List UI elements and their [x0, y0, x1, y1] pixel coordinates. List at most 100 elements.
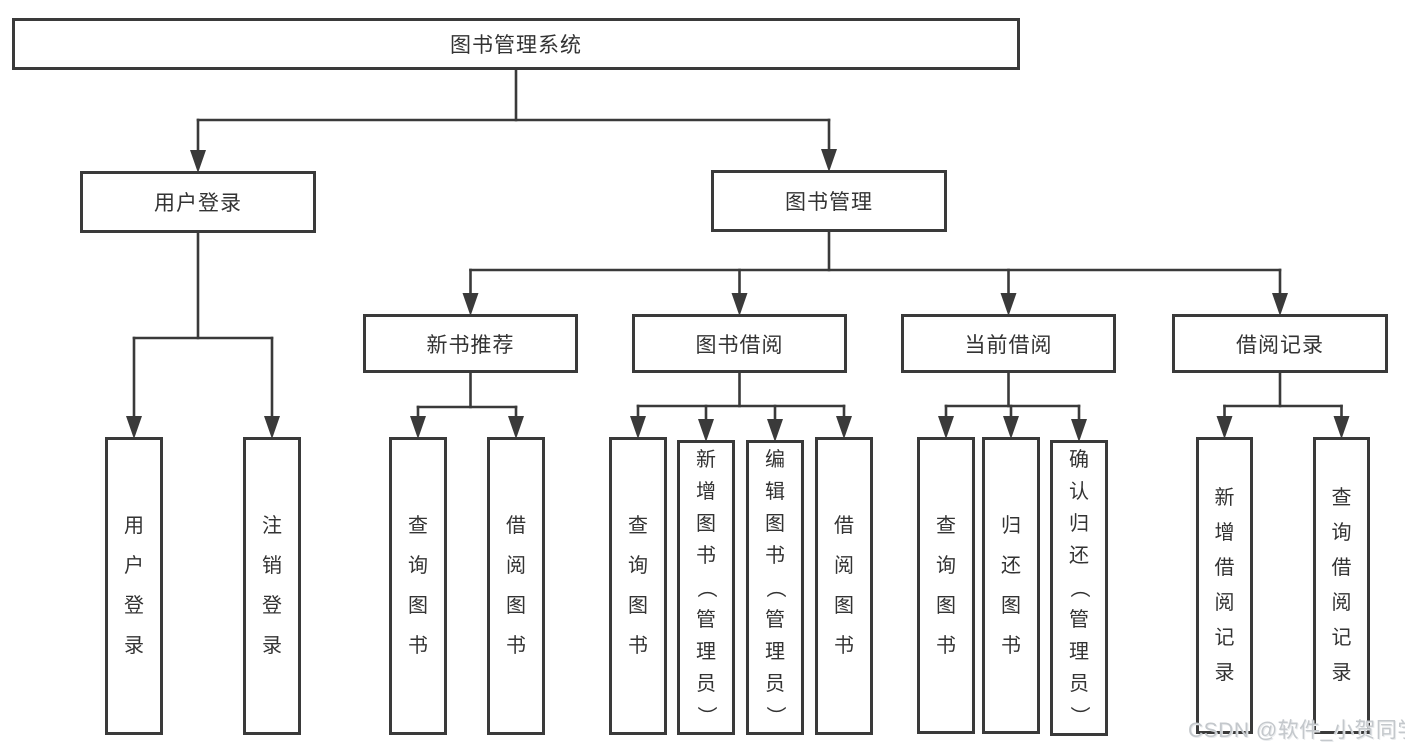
vertical-char: 查 — [936, 514, 956, 537]
node-book-borrowing: 图书借阅 — [632, 314, 847, 373]
vertical-char: 员 — [1069, 673, 1089, 695]
vertical-char: 阅 — [1331, 591, 1352, 614]
node-confirm-return-admin: 确认归还 （ 管理员 ） — [1050, 440, 1108, 736]
node-borrow-books-recommend: 借阅图书 — [487, 437, 545, 735]
vertical-char: 录 — [1214, 661, 1235, 684]
vertical-char: 理 — [1069, 641, 1089, 663]
arrowhead-icon — [630, 416, 646, 439]
vertical-char: 登 — [262, 595, 282, 617]
vertical-char: 图 — [834, 595, 854, 617]
vertical-char: 录 — [262, 635, 282, 657]
vertical-char: 登 — [124, 595, 144, 617]
vertical-char: 管 — [765, 608, 785, 631]
node-add-borrow-record: 新增借阅记录 — [1196, 437, 1253, 734]
vertical-char: 书 — [408, 635, 428, 657]
vertical-char: ） — [1068, 706, 1090, 726]
arrowhead-icon — [1071, 419, 1087, 442]
vertical-char: 借 — [1214, 556, 1235, 579]
node-new-book-recommend: 新书推荐 — [363, 314, 578, 373]
vertical-char: （ — [695, 577, 717, 598]
vertical-char: 管 — [1069, 609, 1089, 631]
vertical-char: 归 — [1001, 514, 1021, 537]
arrowhead-icon — [767, 419, 783, 442]
vertical-char: 查 — [1331, 486, 1352, 509]
arrowhead-icon — [938, 416, 954, 439]
node-borrow-books-borrowing: 借阅图书 — [815, 437, 873, 735]
arrowhead-icon — [1272, 293, 1288, 316]
vertical-char: 书 — [936, 634, 956, 657]
vertical-char: 归 — [1069, 513, 1089, 535]
node-current-borrowing: 当前借阅 — [901, 314, 1116, 373]
node-edit-books-admin: 编辑图书（管理员） — [746, 440, 804, 735]
node-user-login: 用户登录 — [80, 171, 316, 233]
arrowhead-icon — [1000, 293, 1017, 316]
arrowhead-icon — [190, 150, 206, 173]
vertical-char: 用 — [124, 515, 144, 537]
node-library-management-system: 图书管理系统 — [12, 18, 1020, 70]
vertical-char: 录 — [1331, 661, 1352, 684]
vertical-char: 书 — [765, 544, 785, 567]
arrowhead-icon — [821, 149, 837, 172]
vertical-char: 还 — [1001, 554, 1021, 577]
vertical-char: 编 — [765, 448, 785, 471]
vertical-char: 书 — [834, 635, 854, 657]
node-borrowing-records: 借阅记录 — [1172, 314, 1388, 373]
vertical-char: 辑 — [765, 480, 785, 503]
vertical-char: （ — [764, 577, 786, 598]
vertical-char: 查 — [628, 515, 648, 537]
arrowhead-icon — [1003, 416, 1019, 439]
vertical-char: 书 — [696, 544, 716, 567]
node-logout-action: 注销登录 — [243, 437, 301, 735]
node-query-borrow-record: 查询借阅记录 — [1313, 437, 1370, 734]
vertical-char: 管 — [696, 608, 716, 631]
vertical-char: 录 — [124, 635, 144, 657]
vertical-char: 图 — [628, 595, 648, 617]
vertical-char: 销 — [262, 555, 282, 577]
vertical-char: 图 — [1001, 594, 1021, 617]
vertical-char: 阅 — [1214, 591, 1235, 614]
vertical-char: 注 — [262, 515, 282, 537]
vertical-char: 借 — [834, 515, 854, 537]
arrowhead-icon — [264, 416, 280, 439]
vertical-char: 增 — [696, 480, 716, 503]
vertical-char: ） — [695, 705, 717, 726]
vertical-char: 书 — [506, 635, 526, 657]
arrowhead-icon — [508, 416, 524, 439]
vertical-char: 查 — [408, 515, 428, 537]
arrowhead-icon — [698, 419, 714, 442]
vertical-char: 借 — [506, 515, 526, 537]
vertical-char: 阅 — [834, 555, 854, 577]
vertical-char: 借 — [1331, 556, 1352, 579]
node-query-books-recommend: 查询图书 — [389, 437, 447, 735]
node-book-management: 图书管理 — [711, 170, 947, 232]
node-return-books: 归还图书 — [982, 437, 1040, 734]
arrowhead-icon — [1333, 416, 1350, 439]
arrowhead-icon — [836, 416, 852, 439]
vertical-char: 书 — [628, 635, 648, 657]
vertical-char: （ — [1068, 578, 1090, 598]
vertical-char: 员 — [765, 672, 785, 695]
vertical-char: 确 — [1069, 449, 1089, 471]
vertical-char: 阅 — [506, 555, 526, 577]
vertical-char: 询 — [628, 555, 648, 577]
vertical-char: 图 — [506, 595, 526, 617]
node-query-books-borrowing: 查询图书 — [609, 437, 667, 735]
arrowhead-icon — [126, 416, 142, 439]
vertical-char: 记 — [1331, 626, 1352, 649]
vertical-char: 还 — [1069, 545, 1089, 567]
arrowhead-icon — [462, 293, 479, 316]
vertical-char: ） — [764, 705, 786, 726]
vertical-char: 理 — [765, 640, 785, 663]
vertical-char: 图 — [696, 512, 716, 535]
vertical-char: 图 — [936, 594, 956, 617]
vertical-char: 增 — [1214, 521, 1235, 544]
vertical-char: 员 — [696, 672, 716, 695]
vertical-char: 记 — [1214, 626, 1235, 649]
watermark: CSDN @软件_小贺同学 — [1188, 719, 1405, 742]
vertical-char: 认 — [1069, 481, 1089, 503]
vertical-char: 新 — [696, 448, 716, 471]
vertical-char: 理 — [696, 640, 716, 663]
arrowhead-icon — [731, 293, 748, 316]
vertical-char: 户 — [124, 555, 144, 577]
